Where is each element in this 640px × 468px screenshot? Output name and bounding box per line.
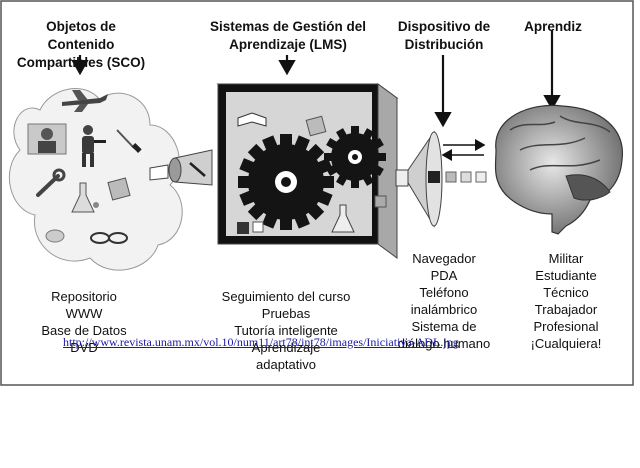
open-book-icon xyxy=(237,112,267,127)
list-item: Tutoría inteligente xyxy=(234,323,338,338)
hand-icon xyxy=(45,229,65,243)
notepad-icon xyxy=(305,115,327,137)
header-lms-line2: Aprendizaje (LMS) xyxy=(229,37,347,52)
transfer-tube xyxy=(149,149,213,186)
megaphone-icon xyxy=(395,130,487,228)
brain-icon xyxy=(494,104,623,235)
wrench-icon xyxy=(36,168,66,197)
screwdriver-icon xyxy=(116,129,142,153)
lms-box xyxy=(216,83,399,259)
diagram-graphics xyxy=(0,0,634,386)
sco-cloud xyxy=(8,88,183,271)
header-lms-line1: Sistemas de Gestión del xyxy=(209,19,367,34)
list-item: WWW xyxy=(65,306,103,321)
list-device: Navegador PDA Teléfono inalámbrico Siste… xyxy=(388,250,500,352)
header-device: Dispositivo de Distribución xyxy=(388,18,500,54)
list-learner: Militar Estudiante Técnico Trabajador Pr… xyxy=(516,250,616,352)
list-item: inalámbrico xyxy=(410,302,478,317)
goggles-icon xyxy=(90,232,128,244)
square-dark xyxy=(237,222,249,234)
list-item: Trabajador xyxy=(534,302,598,317)
book-icon xyxy=(149,164,169,181)
header-sco-line2: Compartibles (SCO) xyxy=(16,55,146,70)
flask-icon xyxy=(71,182,99,213)
list-item: ¡Cualquiera! xyxy=(530,336,602,351)
notepad-icon xyxy=(107,177,131,201)
list-item: Sistema de xyxy=(411,319,477,334)
list-item: Navegador xyxy=(412,251,476,266)
list-item: diálogo humano xyxy=(397,336,491,351)
square-grey xyxy=(374,195,387,208)
list-item: Base de Datos xyxy=(41,323,127,338)
gear-icon-small xyxy=(324,126,386,188)
list-sco: Repositorio WWW Base de Datos DVD xyxy=(20,288,148,356)
list-item: Profesional xyxy=(533,319,599,334)
list-item: Aprendizaje xyxy=(251,340,321,355)
list-lms: Seguimiento del curso Pruebas Tutoría in… xyxy=(206,288,366,373)
header-sco: Objetos de Contenido Compartibles (SCO) xyxy=(14,18,148,72)
list-item: Técnico xyxy=(543,285,589,300)
header-sco-line1: Objetos de Contenido xyxy=(46,19,116,52)
list-item: Seguimiento del curso xyxy=(221,289,351,304)
flask-icon xyxy=(331,204,355,233)
header-lms: Sistemas de Gestión del Aprendizaje (LMS… xyxy=(202,18,374,54)
gear-icon-large xyxy=(238,134,334,230)
header-learner-line1: Aprendiz xyxy=(524,19,582,34)
header-learner: Aprendiz xyxy=(506,18,600,36)
list-item: Pruebas xyxy=(261,306,311,321)
source-link[interactable]: http://www.revista.unam.mx/vol.10/num11/… xyxy=(63,335,459,349)
list-item: Repositorio xyxy=(51,289,117,304)
soldier-icon xyxy=(82,125,106,167)
diagram-frame: Objetos de Contenido Compartibles (SCO) … xyxy=(0,0,634,386)
portrait-icon xyxy=(27,123,67,155)
list-item: DVD xyxy=(70,340,98,355)
jet-icon xyxy=(62,90,108,112)
square-light xyxy=(252,221,264,233)
bidirectional-arrows xyxy=(441,139,486,161)
list-item: PDA xyxy=(430,268,458,283)
list-item: adaptativo xyxy=(256,357,316,372)
list-item: Estudiante xyxy=(535,268,597,283)
header-device-line2: Distribución xyxy=(404,37,484,52)
header-device-line1: Dispositivo de xyxy=(397,19,491,34)
list-item: Teléfono xyxy=(419,285,469,300)
list-item: Militar xyxy=(548,251,584,266)
